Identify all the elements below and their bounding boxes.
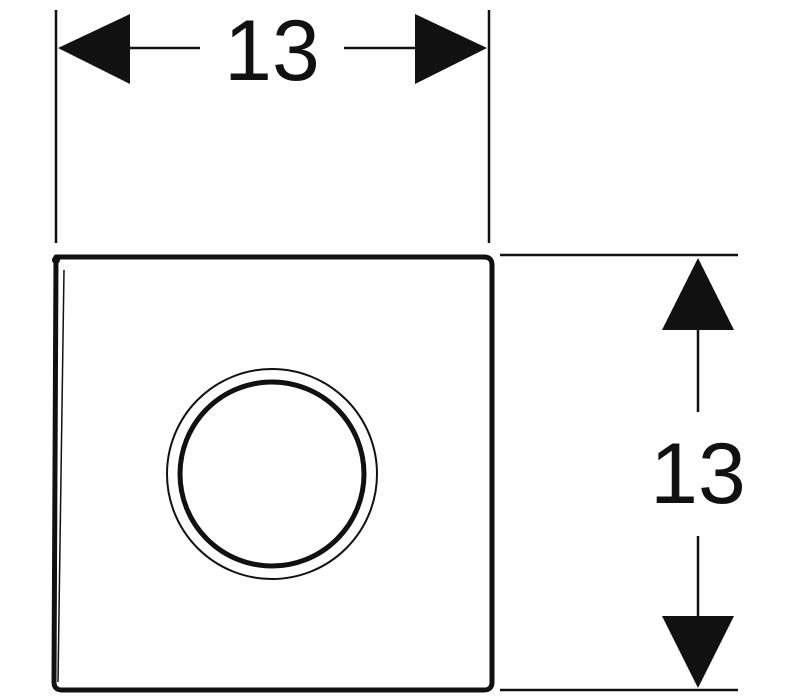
round-button-inner-ring (177, 379, 367, 569)
cover-plate (51, 254, 495, 693)
height-arrowhead-bottom (662, 616, 734, 688)
width-arrowhead-right (415, 14, 487, 84)
width-dimension: 13 (54, 3, 491, 243)
round-button-outer-ring (166, 368, 378, 580)
height-arrowhead-top (662, 258, 734, 330)
cover-plate-edge-line (57, 269, 65, 683)
width-dimension-label: 13 (224, 3, 320, 99)
width-arrowhead-left (58, 14, 130, 84)
cover-plate-outline (51, 254, 495, 693)
height-dimension: 13 (500, 253, 746, 692)
height-dimension-label: 13 (650, 426, 746, 522)
round-button (166, 368, 378, 580)
cover-plate-corner-dot (52, 256, 60, 264)
